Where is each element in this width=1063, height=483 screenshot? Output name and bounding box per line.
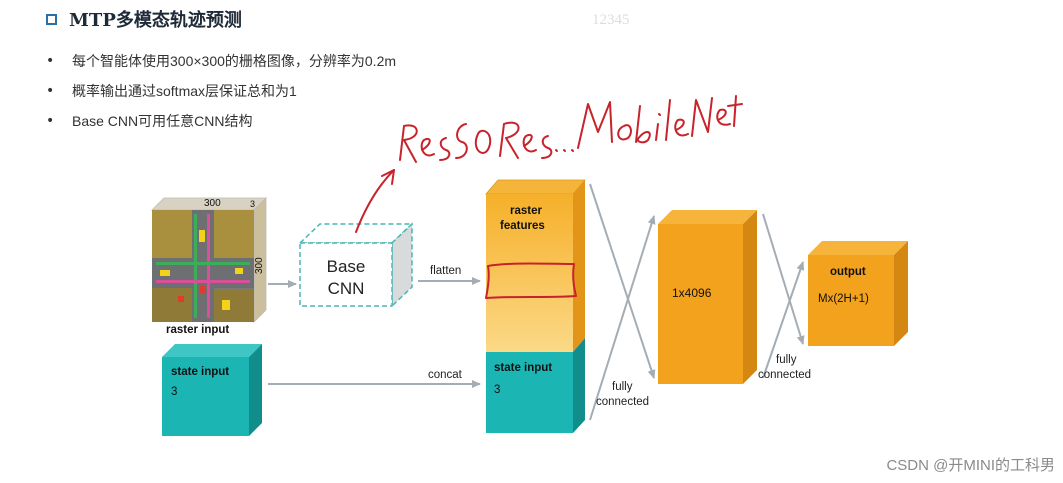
footer-credit: CSDN @开MINI的工科男 xyxy=(886,457,1055,474)
fc2-arrow-down xyxy=(762,213,805,345)
raster-input-label: raster input xyxy=(166,324,229,336)
output-label: output xyxy=(830,266,866,278)
bullet-dot-icon: • xyxy=(46,53,55,69)
state-input-right-block: state input 3 xyxy=(486,338,585,433)
bullet-item: • 概率输出通过softmax层保证总和为1 xyxy=(46,76,396,106)
output-block: output Mx(2H+1) xyxy=(808,241,908,346)
base-cnn-label-line1: Base xyxy=(327,257,366,276)
fc2-arrow-up xyxy=(762,261,805,379)
output-dim-label: Mx(2H+1) xyxy=(818,293,869,305)
base-cnn-label-line2: CNN xyxy=(328,279,365,298)
fc2-label-line1: fully xyxy=(776,354,797,366)
raster-features-label-line2: features xyxy=(500,220,545,232)
base-cnn-block: Base CNN xyxy=(298,222,414,308)
fc2-label-line2: connected xyxy=(758,369,811,381)
raster-features-label-line1: raster xyxy=(510,205,542,217)
state-input-right-dim: 3 xyxy=(494,384,500,396)
title-square-icon xyxy=(46,13,57,25)
handwritten-annotation xyxy=(355,95,743,299)
concat-label: concat xyxy=(428,369,463,381)
state-input-right-label: state input xyxy=(494,362,552,374)
bullet-list: • 每个智能体使用300×300的栅格图像，分辨率为0.2m • 概率输出通过s… xyxy=(46,46,396,136)
bullet-text: 每个智能体使用300×300的栅格图像，分辨率为0.2m xyxy=(72,53,397,69)
raster-features-block: raster features xyxy=(485,179,586,352)
fc1-arrow-up xyxy=(589,215,656,421)
bullet-item: • Base CNN可用任意CNN结构 xyxy=(46,106,396,136)
raster-width-label: 300 xyxy=(204,198,221,209)
page-title: MTP多模态轨迹预测 xyxy=(69,10,242,31)
fc1-label-line1: fully xyxy=(612,381,633,393)
bullet-text: Base CNN可用任意CNN结构 xyxy=(72,113,253,129)
raster-height-label: 300 xyxy=(254,257,265,274)
state-input-label: state input xyxy=(171,366,229,378)
bullet-dot-icon: • xyxy=(46,113,55,129)
state-input-block: state input 3 xyxy=(162,344,262,436)
title-row: MTP多模态轨迹预测 xyxy=(46,6,242,32)
hidden-layer-block: 1x4096 xyxy=(658,210,757,384)
bullet-dot-icon: • xyxy=(46,83,55,99)
hidden-layer-label: 1x4096 xyxy=(672,286,712,300)
bullet-text: 概率输出通过softmax层保证总和为1 xyxy=(72,83,297,99)
watermark-number: 12345 xyxy=(592,12,630,28)
raster-input-block: 300 3 300 raster input xyxy=(151,197,267,336)
raster-channel-label: 3 xyxy=(250,199,255,209)
fc1-arrow-down xyxy=(589,183,656,379)
state-input-dim: 3 xyxy=(171,386,177,398)
flatten-label: flatten xyxy=(430,265,461,277)
bullet-item: • 每个智能体使用300×300的栅格图像，分辨率为0.2m xyxy=(46,46,396,76)
fc1-label-line2: connected xyxy=(596,396,649,408)
